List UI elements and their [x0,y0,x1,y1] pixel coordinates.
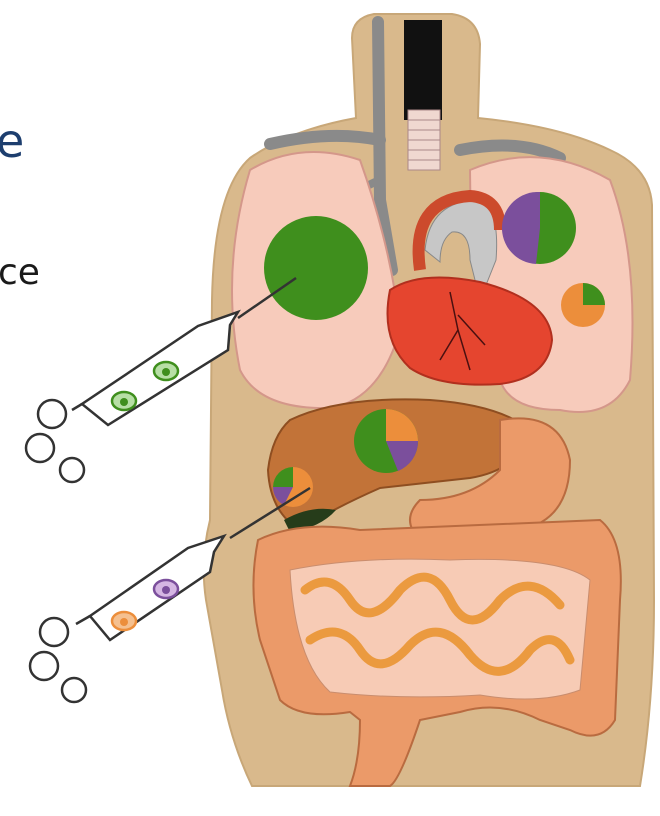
esophagus [404,20,442,120]
trachea [408,110,440,170]
liver-pie-chart-small [273,467,313,507]
lung-pie-chart-icon [264,216,368,320]
right-lung-pie-chart-large [502,192,576,264]
liver-pie-chart-large [354,409,418,473]
right-lung-pie-chart-small [561,283,605,327]
